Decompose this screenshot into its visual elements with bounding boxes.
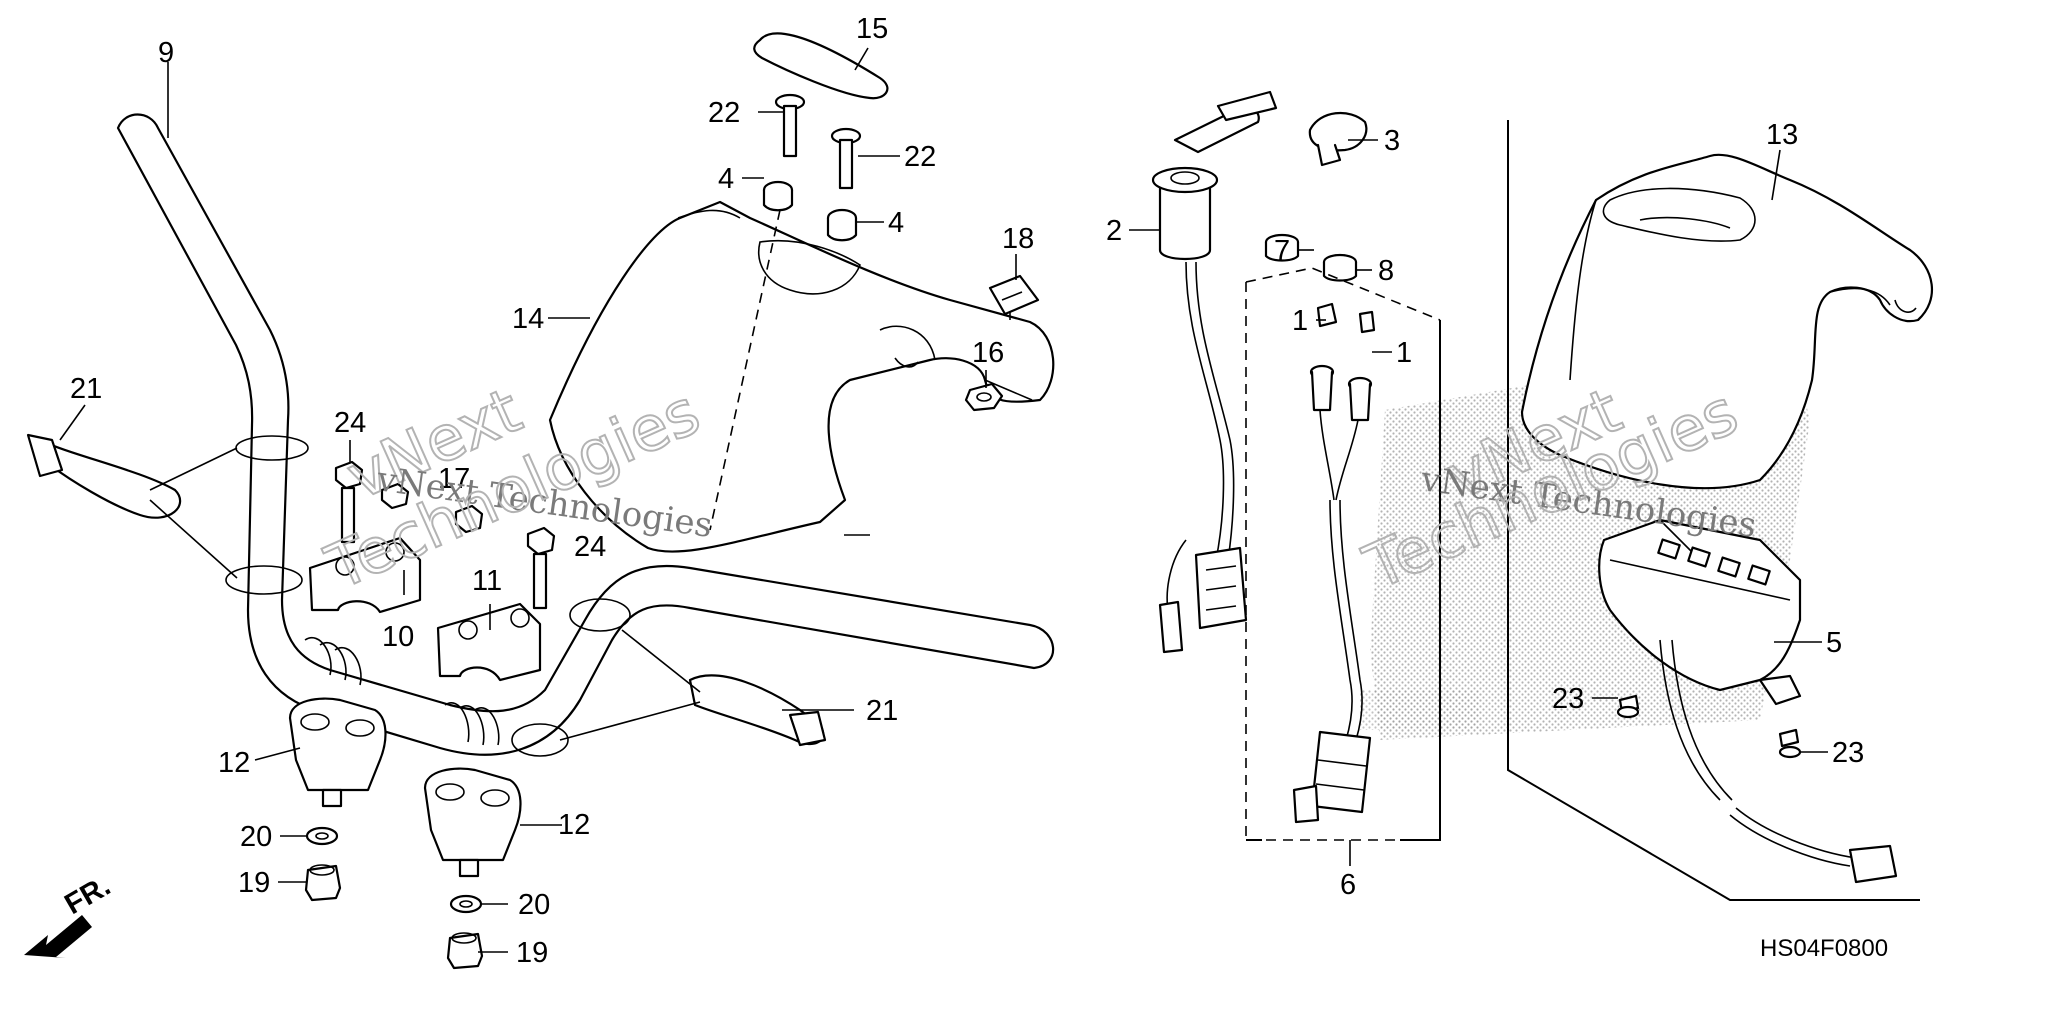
mount-line-14 xyxy=(709,209,781,531)
washer-20a xyxy=(305,826,339,846)
label-5: 5 xyxy=(1826,627,1842,659)
label-19-left: 19 xyxy=(238,867,270,899)
label-24-left: 24 xyxy=(334,407,366,439)
label-16: 16 xyxy=(972,337,1004,369)
leader-lines xyxy=(59,47,1828,953)
callout-labels: 9 21 24 17 24 10 11 12 12 20 19 20 19 21… xyxy=(70,13,1864,969)
label-2: 2 xyxy=(1106,215,1122,247)
grommet-4b xyxy=(826,208,858,242)
collar-17 xyxy=(380,482,410,510)
nut-19b xyxy=(446,932,484,970)
label-17: 17 xyxy=(438,463,470,495)
label-4-left: 4 xyxy=(718,163,734,195)
label-24-right: 24 xyxy=(574,531,606,563)
label-12-right: 12 xyxy=(558,809,590,841)
cap-3 xyxy=(1308,111,1368,167)
harness-6 xyxy=(1292,302,1376,824)
lower-holder-12b xyxy=(423,767,522,878)
upper-holder-10 xyxy=(308,536,422,614)
label-14: 14 xyxy=(512,303,544,335)
label-15: 15 xyxy=(856,13,888,45)
right-section-frame xyxy=(1507,120,1920,901)
front-direction-arrow: FR. xyxy=(24,870,116,958)
label-20-right: 20 xyxy=(518,889,550,921)
label-4-right: 4 xyxy=(888,207,904,239)
harness-box-6 xyxy=(1245,267,1441,841)
handlebar xyxy=(116,113,1055,757)
cable-tie-right xyxy=(559,629,827,747)
cable-tie-left xyxy=(26,433,238,579)
label-3: 3 xyxy=(1384,125,1400,157)
label-18: 18 xyxy=(1002,223,1034,255)
label-21-left: 21 xyxy=(70,373,102,405)
screw-22a xyxy=(774,93,806,158)
label-23-left: 23 xyxy=(1552,683,1584,715)
bolt-24b xyxy=(526,526,556,610)
label-7: 7 xyxy=(1274,235,1290,267)
label-1-left: 1 xyxy=(1292,305,1308,337)
emblem-15 xyxy=(753,32,889,100)
label-9: 9 xyxy=(158,37,174,69)
direction-label: FR. xyxy=(60,870,116,921)
diagram-code: HS04F0800 xyxy=(1760,935,1888,962)
label-12-left: 12 xyxy=(218,747,250,779)
label-8: 8 xyxy=(1378,255,1394,287)
plug-8 xyxy=(1322,253,1358,282)
screw-22b xyxy=(830,127,862,190)
label-20-left: 20 xyxy=(240,821,272,853)
ignition-switch-2 xyxy=(1151,90,1278,654)
label-19-right: 19 xyxy=(516,937,548,969)
label-13: 13 xyxy=(1766,119,1798,151)
handlebar-cover-13 xyxy=(1520,153,1933,490)
nut-19a xyxy=(304,864,342,902)
label-23-right: 23 xyxy=(1832,737,1864,769)
label-22-right: 22 xyxy=(904,141,936,173)
meter-5 xyxy=(1598,518,1898,884)
label-22-left: 22 xyxy=(708,97,740,129)
collar-17b xyxy=(454,504,484,534)
upper-holder-11 xyxy=(436,602,542,682)
screw-23a xyxy=(1616,694,1640,719)
bolt-24a xyxy=(334,460,364,544)
label-6: 6 xyxy=(1340,869,1356,901)
label-1-right: 1 xyxy=(1396,337,1412,369)
handlebar-cover-14 xyxy=(548,200,1055,553)
grommet-4a xyxy=(762,180,794,212)
clip-18 xyxy=(988,274,1040,320)
nut-16 xyxy=(964,382,1004,412)
label-21-right: 21 xyxy=(866,695,898,727)
label-11: 11 xyxy=(472,565,502,597)
label-10: 10 xyxy=(382,621,414,653)
screw-23b xyxy=(1778,728,1802,759)
lower-holder-12a xyxy=(288,697,387,808)
plug-7 xyxy=(1264,233,1300,262)
washer-20b xyxy=(449,894,483,914)
